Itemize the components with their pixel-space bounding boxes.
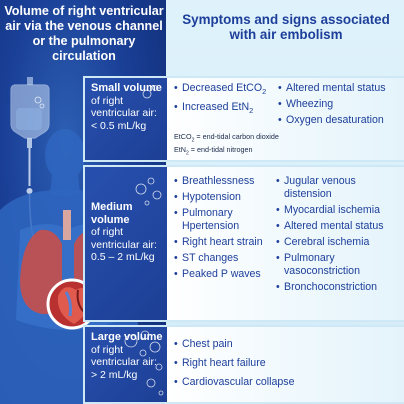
symptom-item: Cerebral ischemia [276,236,400,249]
volume-box-small: Small volume of right ventricular air: <… [83,76,167,162]
volume-desc: of right ventricular air: [91,343,157,369]
symptom-item: Right heart failure [174,357,374,370]
symptom-list-medium-1: Breathlessness Hypotension Pulmonary Hpe… [174,175,278,284]
abbrev-note: EtCO2 = end-tidal carbon dioxide EtN2 = … [174,132,279,159]
volume-size-label: Small volume [91,82,162,94]
symptom-list-large: Chest pain Right heart failure Cardiovas… [174,338,374,392]
volume-box-medium: Medium volume of right ventricular air: … [83,165,167,322]
symptom-item: Wheezing [278,98,404,111]
air-bubbles-icon [135,177,162,206]
symptom-item: Decreased EtCO2 [174,82,278,98]
symptom-item: Myocardial ischemia [276,204,400,217]
volume-desc: of right ventricular air: [91,226,157,251]
symptom-item: Peaked P waves [174,268,278,281]
symptom-item: Right heart strain [174,236,278,249]
symptom-item: Altered mental status [276,220,400,233]
volume-amount: 0.5 – 2 mL/kg [91,251,155,263]
abbrev-etn2: EtN2 = end-tidal nitrogen [174,145,253,157]
air-bubbles-icon [142,85,158,99]
volume-size-label: Medium volume [91,201,133,226]
symptom-item: Jugular venous distension [276,175,400,201]
symptom-list-medium-2: Jugular venous distension Myocardial isc… [276,175,400,297]
right-title: Symptoms and signs associated with air e… [182,12,390,42]
symptom-item: Pulmonary Hpertension [174,207,278,233]
volume-desc: of right ventricular air: [91,94,157,120]
symptom-item: Pulmonary vasoconstriction [276,252,400,278]
symptom-item: Hypotension [174,191,278,204]
symptom-item: ST changes [174,252,278,265]
symptom-item: Breathlessness [174,175,278,188]
symptom-item: Cardiovascular collapse [174,376,374,389]
left-title: Volume of right ventricular air via the … [4,4,164,63]
abbrev-etco2: EtCO2 = end-tidal carbon dioxide [174,132,279,144]
symptom-item: Increased EtN2 [174,101,278,117]
symptom-item: Oxygen desaturation [278,114,404,127]
volume-box-large: Large volume of right ventricular air: >… [83,325,167,404]
symptom-item: Bronchoconstriction [276,281,400,294]
volume-size-label: Large volume [91,331,163,343]
volume-amount: < 0.5 mL/kg [91,119,147,132]
symptom-item: Chest pain [174,338,374,351]
symptom-list-small-1: Decreased EtCO2 Increased EtN2 [174,82,278,120]
volume-amount: > 2 mL/kg [91,368,138,381]
air-bubbles-icon [124,330,164,396]
symptom-list-small-2: Altered mental status Wheezing Oxygen de… [278,82,404,130]
symptom-item: Altered mental status [278,82,404,95]
